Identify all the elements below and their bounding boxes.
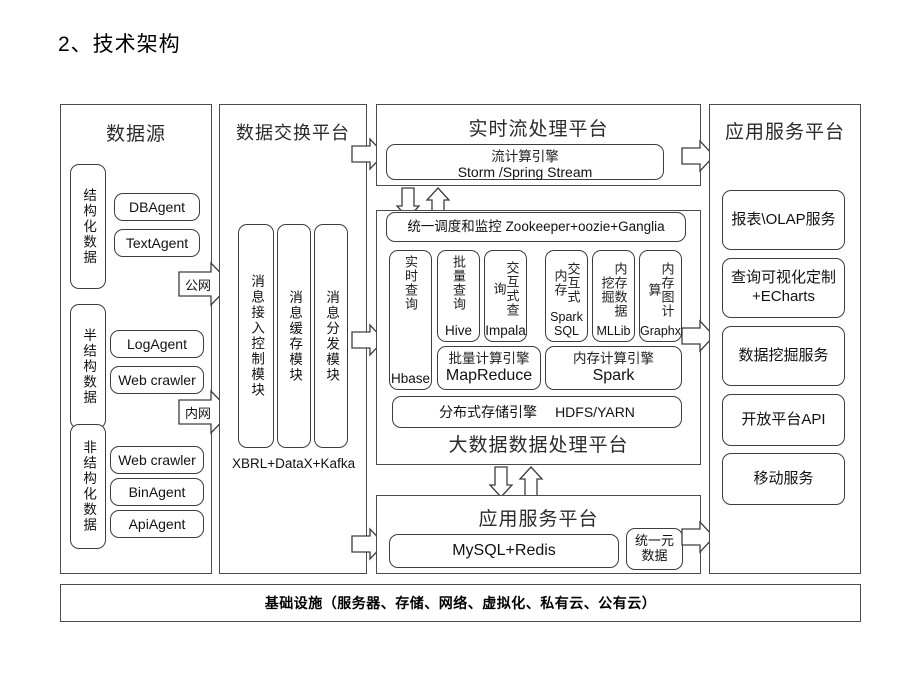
batch-engine-cn: 批量计算引擎 [448, 351, 530, 366]
memory-graph-en: Graphx [640, 324, 681, 338]
agent-web-crawler-unstructured[interactable]: Web crawler [110, 446, 204, 474]
group-label: 半结构数据 [81, 327, 97, 406]
arrow-bigdata-up [518, 466, 544, 498]
exchange-title: 数据交换平台 [236, 123, 350, 143]
agent-dbagent[interactable]: DBAgent [114, 193, 200, 221]
service-label: 数据挖掘服务 [738, 347, 829, 365]
agent-label: ApiAgent [128, 515, 186, 532]
app-bottom-database[interactable]: MySQL+Redis [389, 534, 619, 568]
service-mobile[interactable]: 移动服务 [722, 453, 845, 505]
agent-label: BinAgent [128, 483, 186, 500]
bigdata-scheduler[interactable]: 统一调度和监控 Zookeeper+oozie+Ganglia [386, 212, 686, 242]
agent-apiagent[interactable]: ApiAgent [110, 510, 204, 538]
service-label: 报表\OLAP服务 [731, 211, 836, 229]
bigdata-interactive-query[interactable]: 交互式查询 Impala [484, 250, 527, 342]
bigdata-memory-mining[interactable]: 内存数据挖掘 MLLib [592, 250, 635, 342]
memory-mining-cn: 内存数据挖掘 [599, 261, 628, 318]
memory-graph-cn: 内存图计算 [646, 261, 675, 318]
infrastructure-label: 基础设施（服务器、存储、网络、虚拟化、私有云、公有云） [264, 595, 657, 611]
service-visualization[interactable]: 查询可视化定制+ECharts [722, 258, 845, 318]
exchange-module-ingest[interactable]: 消息接入控制模块 [238, 224, 274, 448]
module-label: 消息缓存模块 [287, 289, 303, 383]
exchange-module-dispatch[interactable]: 消息分发模块 [314, 224, 348, 448]
agent-label: Web crawler [118, 371, 196, 388]
stream-engine-en: Storm /Spring Stream [457, 164, 593, 181]
agent-binagent[interactable]: BinAgent [110, 478, 204, 506]
batch-query-en: Hive [444, 323, 472, 338]
arrow-bigdata-to-app-right [681, 319, 715, 353]
service-label: 移动服务 [753, 470, 814, 488]
memory-mining-en: MLLib [596, 324, 631, 338]
page-title: 2、技术架构 [58, 33, 181, 56]
infrastructure-bar: 基础设施（服务器、存储、网络、虚拟化、私有云、公有云） [60, 584, 861, 622]
group-label: 结构化数据 [81, 187, 97, 266]
exchange-module-cache[interactable]: 消息缓存模块 [277, 224, 311, 448]
app-bottom-title: 应用服务平台 [478, 509, 599, 530]
data-source-group-unstructured: 非结构化数据 [70, 424, 106, 549]
realtime-query-en: Hbase [390, 371, 431, 386]
bigdata-storage-engine[interactable]: 分布式存储引擎 HDFS/YARN [392, 396, 682, 428]
module-label: 消息接入控制模块 [249, 274, 265, 398]
interactive-query-en: Impala [485, 323, 526, 338]
agent-logagent[interactable]: LogAgent [110, 330, 204, 358]
interactive-query-cn: 交互式查询 [491, 261, 520, 317]
bigdata-batch-query[interactable]: 批量查询 Hive [437, 250, 480, 342]
arrow-bigdata-down [488, 466, 514, 498]
arrow-app-bottom-to-app-right [681, 520, 715, 554]
bigdata-interactive-memory[interactable]: 交互式内存 Spark SQL [545, 250, 588, 342]
interactive-memory-cn: 交互式内存 [552, 261, 581, 304]
bigdata-platform-label: 大数据数据处理平台 [448, 435, 629, 456]
service-data-mining[interactable]: 数据挖掘服务 [722, 326, 845, 386]
interactive-memory-en: Spark SQL [550, 310, 583, 338]
agent-label: LogAgent [127, 335, 187, 352]
storage-engine-en: HDFS/YARN [555, 403, 635, 420]
scheduler-label: 统一调度和监控 Zookeeper+oozie+Ganglia [407, 219, 665, 235]
service-label: 开放平台API [741, 411, 826, 429]
batch-query-cn: 批量查询 [451, 255, 466, 311]
realtime-query-cn: 实时查询 [403, 255, 418, 311]
module-label: 消息分发模块 [324, 289, 340, 383]
agent-textagent[interactable]: TextAgent [114, 229, 200, 257]
agent-web-crawler-semi[interactable]: Web crawler [110, 366, 204, 394]
app-right-title: 应用服务平台 [724, 122, 845, 143]
group-label: 非结构化数据 [81, 440, 97, 533]
memory-engine-cn: 内存计算引擎 [573, 351, 654, 366]
bigdata-realtime-query[interactable]: 实时查询 Hbase [389, 250, 432, 390]
arrow-private-network-label: 内网 [185, 406, 212, 421]
agent-label: Web crawler [118, 451, 196, 468]
service-olap[interactable]: 报表\OLAP服务 [722, 190, 845, 250]
exchange-tech-label: XBRL+DataX+Kafka [232, 456, 356, 471]
agent-label: TextAgent [125, 234, 189, 251]
database-label: MySQL+Redis [452, 541, 556, 559]
service-label: 查询可视化定制+ECharts [730, 269, 836, 305]
batch-engine-en: MapReduce [445, 366, 533, 384]
data-source-group-semi-structured: 半结构数据 [70, 304, 106, 429]
service-open-api[interactable]: 开放平台API [722, 394, 845, 446]
stream-platform-title: 实时流处理平台 [468, 119, 609, 140]
bigdata-batch-engine[interactable]: 批量计算引擎 MapReduce [437, 346, 541, 390]
memory-engine-en: Spark [592, 366, 635, 384]
data-source-group-structured: 结构化数据 [70, 164, 106, 289]
stream-compute-engine[interactable]: 流计算引擎 Storm /Spring Stream [386, 144, 664, 180]
app-bottom-metadata[interactable]: 统一元数据 [626, 528, 683, 570]
arrow-stream-to-app-right [681, 139, 715, 173]
metadata-label: 统一元数据 [634, 533, 674, 563]
storage-engine-cn: 分布式存储引擎 [439, 403, 538, 420]
arrow-public-network-label: 公网 [185, 278, 212, 293]
bigdata-memory-graph[interactable]: 内存图计算 Graphx [639, 250, 682, 342]
agent-label: DBAgent [128, 198, 186, 215]
bigdata-memory-engine[interactable]: 内存计算引擎 Spark [545, 346, 682, 390]
data-source-title: 数据源 [105, 124, 166, 145]
stream-engine-cn: 流计算引擎 [491, 149, 559, 164]
